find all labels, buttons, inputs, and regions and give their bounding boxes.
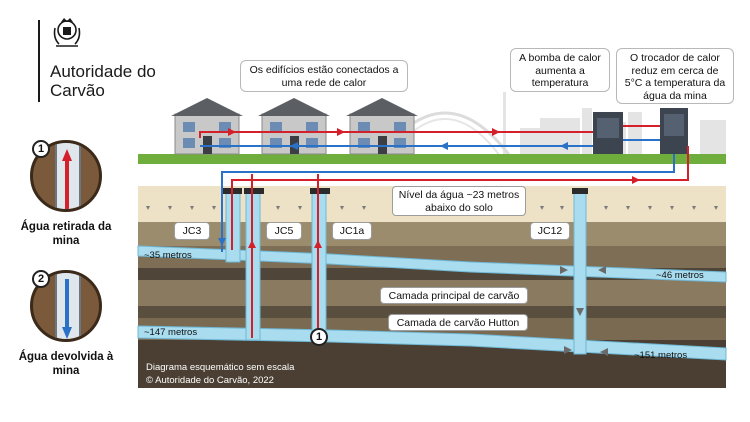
buildings-callout: Os edifícios estão conectados a uma rede…	[240, 60, 408, 92]
water-level-label: Nível da água ~23 metros abaixo do solo	[392, 186, 526, 216]
schematic-note: Diagrama esquemático sem escala	[146, 362, 295, 373]
up-arrow-icon	[62, 149, 72, 209]
depth-147: ~147 metros	[144, 327, 198, 338]
org-name: Autoridade do Carvão	[50, 62, 156, 100]
heat-pump-callout: A bomba de calor aumenta a temperatura	[510, 48, 610, 92]
logo-divider	[38, 20, 40, 102]
shaft-label-jc5: JC5	[266, 222, 302, 240]
side-number-2: 2	[32, 270, 50, 288]
main-seam-label: Camada principal de carvão	[380, 287, 528, 304]
side-number-1: 1	[32, 140, 50, 158]
depth-35: ~35 metros	[144, 250, 192, 261]
down-arrow-icon	[62, 279, 72, 339]
shaft-label-jc1a: JC1a	[332, 222, 372, 240]
hutton-seam-label: Camada de carvão Hutton	[388, 314, 528, 331]
return-caption: Água devolvida à mina	[18, 351, 114, 377]
coat-of-arms-icon	[50, 16, 84, 56]
extraction-circle	[30, 140, 102, 212]
extraction-caption: Água retirada da mina	[20, 221, 112, 247]
mine-flow-arrows	[560, 266, 608, 356]
flow-arrows	[228, 128, 640, 248]
heat-exchanger-unit	[660, 108, 688, 154]
shaft-label-jc3: JC3	[174, 222, 210, 240]
grass-surface	[138, 154, 726, 164]
return-circle	[30, 270, 102, 342]
depth-46: ~46 metros	[656, 270, 704, 281]
return-arrows	[218, 142, 568, 246]
depth-151: ~151 metros	[634, 350, 688, 361]
shaft-label-jc12: JC12	[530, 222, 570, 240]
copyright: © Autoridade do Carvão, 2022	[146, 375, 274, 386]
water-level-markers	[146, 206, 718, 210]
heat-exchanger-callout: O trocador de calor reduz em cerca de 5°…	[616, 48, 734, 104]
marker-number-1: 1	[310, 328, 328, 346]
heat-pump-unit	[593, 112, 623, 154]
coal-authority-logo: Autoridade do Carvão	[38, 14, 158, 106]
heat-network-pipes	[199, 125, 689, 338]
